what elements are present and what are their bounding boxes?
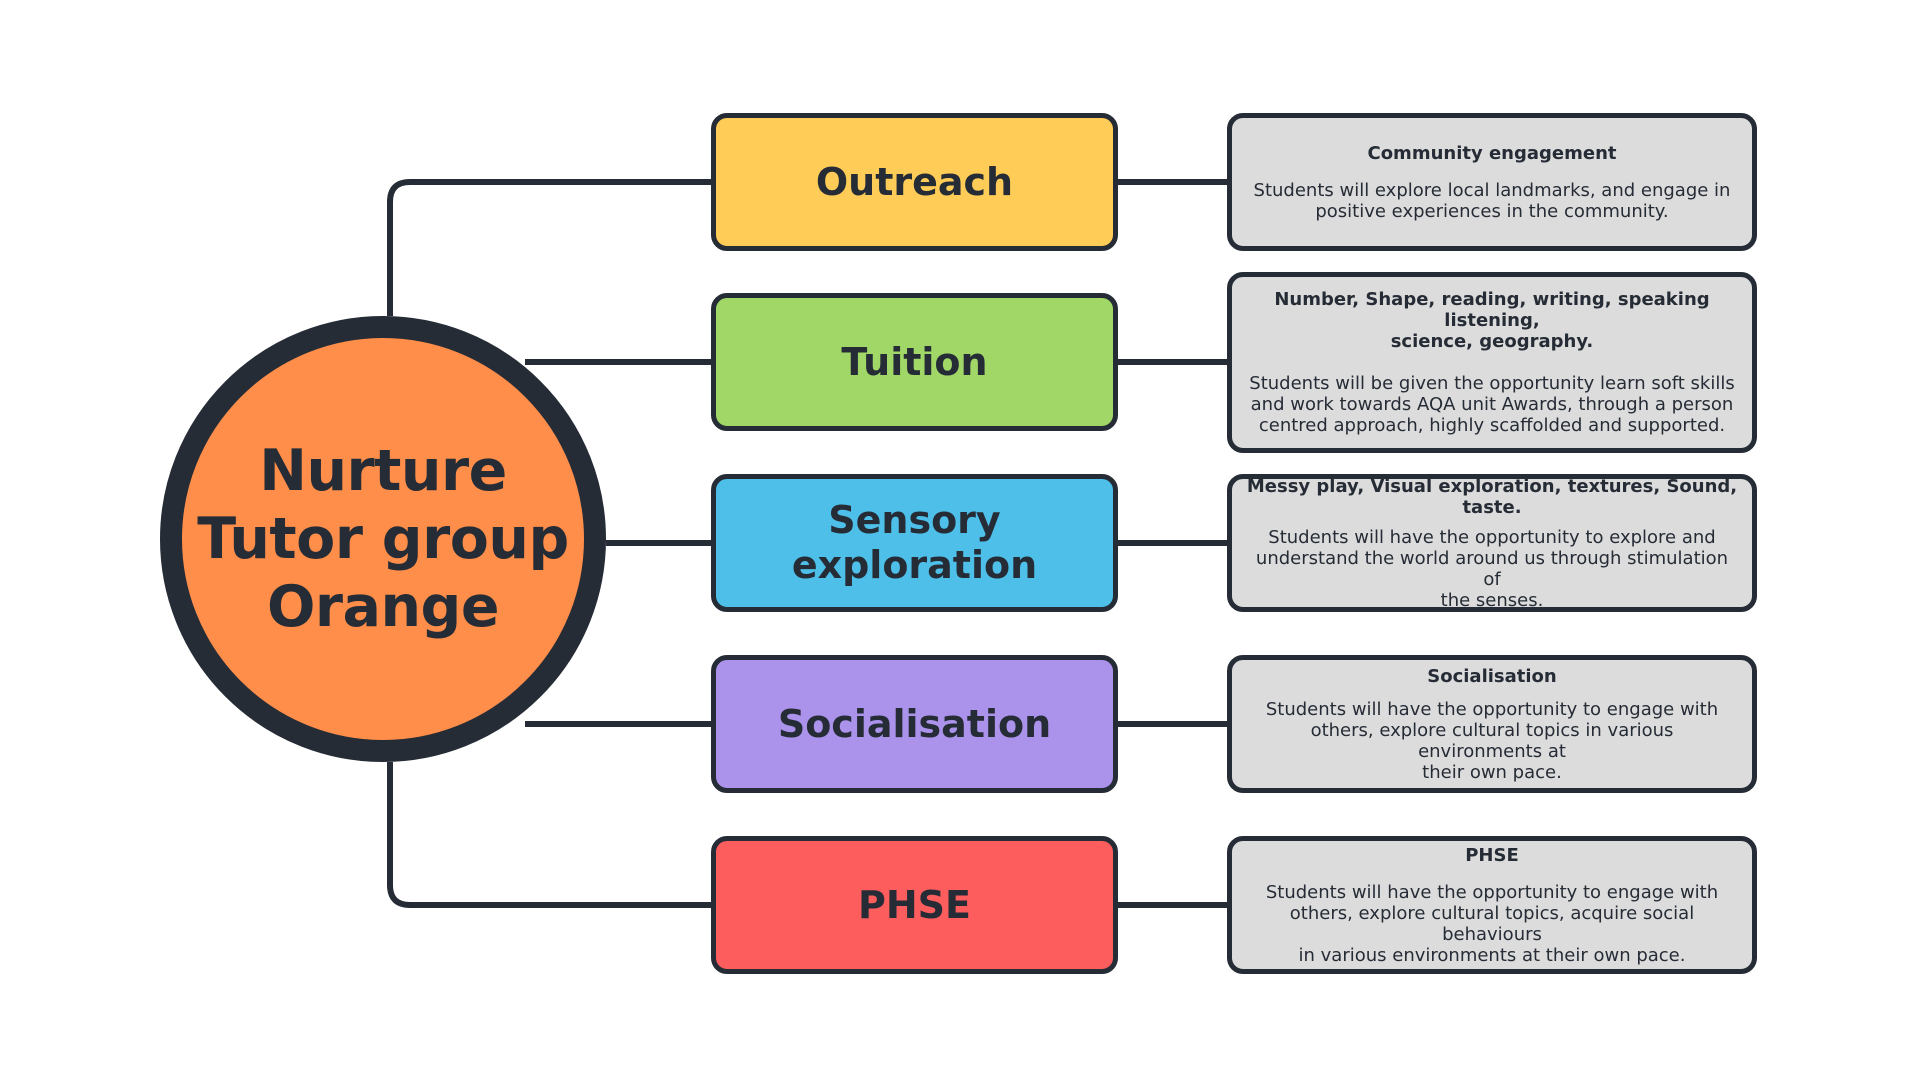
description-socialisation: Socialisation Students will have the opp…	[1227, 655, 1757, 793]
connector-outreach	[387, 179, 711, 316]
description-sensory-exploration: Messy play, Visual exploration, textures…	[1227, 474, 1757, 612]
category-label: Socialisation	[777, 701, 1052, 746]
category-label: Sensory exploration	[791, 498, 1038, 587]
hub-circle: Nurture Tutor group Orange	[160, 316, 606, 762]
description-tuition: Number, Shape, reading, writing, speakin…	[1227, 272, 1757, 453]
description-outreach: Community engagement Students will explo…	[1227, 113, 1757, 251]
category-outreach: Outreach	[711, 113, 1118, 251]
description-text: Students will have the opportunity to en…	[1265, 881, 1719, 966]
category-label: Tuition	[841, 339, 988, 384]
hub-title: Nurture Tutor group Orange	[197, 438, 569, 640]
description-text: Students will have the opportunity to en…	[1265, 698, 1719, 783]
description-heading: Socialisation	[1427, 665, 1557, 687]
description-heading: Community engagement	[1367, 142, 1617, 164]
category-sensory-exploration: Sensory exploration	[711, 474, 1118, 612]
category-socialisation: Socialisation	[711, 655, 1118, 793]
description-phse: PHSE Students will have the opportunity …	[1227, 836, 1757, 974]
description-text: Students will explore local landmarks, a…	[1253, 179, 1731, 222]
description-text: Students will be given the opportunity l…	[1249, 373, 1735, 436]
category-label: PHSE	[858, 882, 971, 927]
description-text: Students will have the opportunity to ex…	[1255, 526, 1729, 611]
description-heading: Messy play, Visual exploration, textures…	[1246, 475, 1738, 518]
category-phse: PHSE	[711, 836, 1118, 974]
description-heading: Number, Shape, reading, writing, speakin…	[1274, 289, 1710, 352]
description-heading: PHSE	[1465, 844, 1519, 866]
category-tuition: Tuition	[711, 293, 1118, 431]
category-label: Outreach	[815, 159, 1014, 204]
connector-phse	[387, 762, 711, 908]
